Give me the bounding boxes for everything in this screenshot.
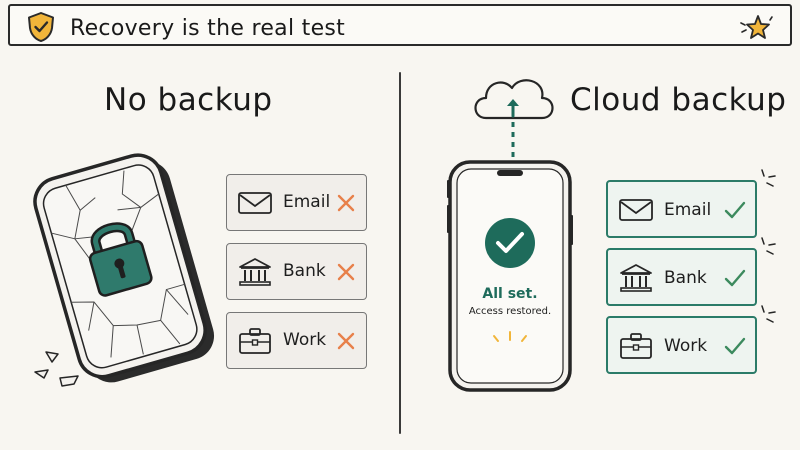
card-email-failed: Email bbox=[226, 174, 367, 231]
sparkle-rays-icon bbox=[761, 237, 776, 255]
x-mark-icon bbox=[337, 263, 355, 281]
card-label: Bank bbox=[283, 261, 326, 281]
check-mark-icon bbox=[724, 201, 746, 219]
card-email-ok: Email bbox=[606, 169, 776, 238]
cracked-phone bbox=[33, 153, 215, 383]
briefcase-icon bbox=[620, 333, 652, 359]
bank-icon bbox=[620, 264, 652, 292]
x-mark-icon bbox=[337, 332, 355, 350]
check-mark-icon bbox=[724, 337, 746, 355]
card-bank-failed: Bank bbox=[226, 243, 367, 300]
card-label: Email bbox=[283, 192, 331, 212]
card-work-ok: Work bbox=[606, 305, 776, 374]
check-mark-icon bbox=[724, 269, 746, 287]
briefcase-icon bbox=[239, 328, 271, 354]
card-label: Email bbox=[664, 200, 712, 220]
heading-cloud-backup: Cloud backup bbox=[570, 82, 787, 118]
card-label: Bank bbox=[664, 268, 707, 288]
card-label: Work bbox=[664, 336, 708, 356]
envelope-icon bbox=[619, 199, 653, 221]
envelope-icon bbox=[238, 192, 272, 214]
phone-status-title: All set. bbox=[482, 286, 538, 302]
sparkle-rays-icon bbox=[761, 169, 776, 187]
glass-shards bbox=[34, 351, 79, 387]
sparkle-rays-icon bbox=[761, 305, 776, 323]
card-work-failed: Work bbox=[226, 312, 367, 369]
title-banner: Recovery is the real test bbox=[8, 4, 792, 46]
shield-check-icon bbox=[28, 12, 54, 42]
heading-no-backup: No backup bbox=[104, 82, 273, 118]
banner-title: Recovery is the real test bbox=[70, 16, 346, 41]
x-mark-icon bbox=[337, 194, 355, 212]
sparkle-rays bbox=[493, 331, 527, 342]
sparkle-star-icon bbox=[740, 15, 773, 39]
phone-status-subtitle: Access restored. bbox=[468, 306, 552, 317]
restored-phone bbox=[447, 160, 573, 392]
padlock-icon bbox=[88, 222, 153, 297]
cloud-upload-icon bbox=[474, 79, 554, 158]
screen-cracks bbox=[51, 170, 189, 358]
card-label: Work bbox=[283, 330, 327, 350]
card-bank-ok: Bank bbox=[606, 237, 776, 306]
bank-icon bbox=[239, 258, 271, 286]
center-divider bbox=[399, 72, 401, 434]
